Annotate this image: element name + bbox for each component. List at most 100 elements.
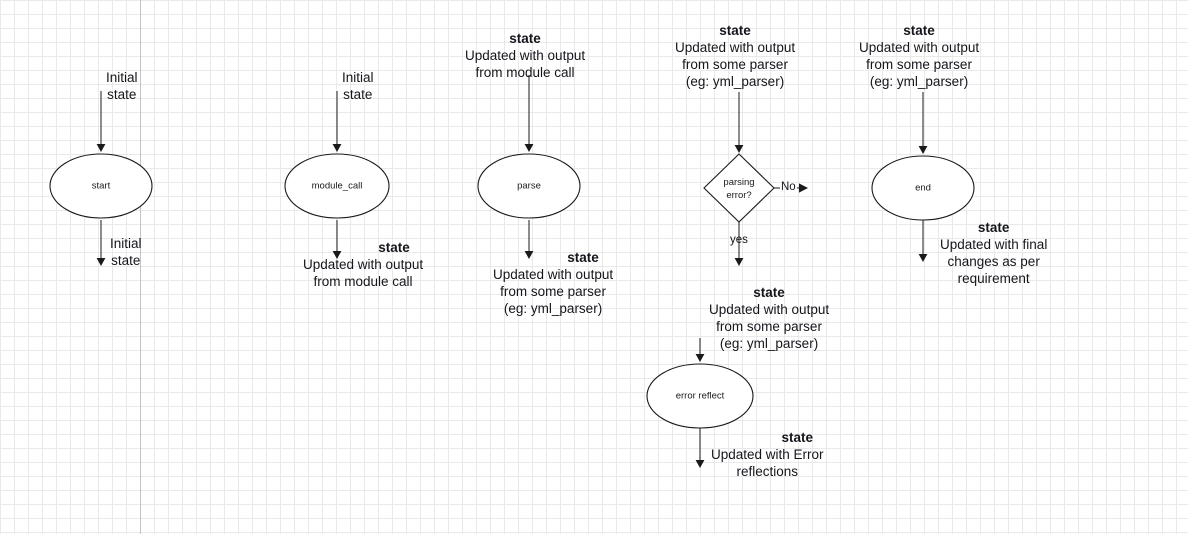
node-label: parse	[517, 181, 541, 192]
annotation-title: state	[977, 220, 1010, 235]
ellipse-shape	[284, 153, 390, 219]
annotation-line: state	[493, 249, 613, 266]
node-label: error reflect	[676, 391, 725, 402]
edge-out-start[interactable]	[96, 220, 106, 266]
node-error_reflect[interactable]: error reflect	[646, 363, 754, 429]
annotation-line: requirement	[957, 271, 1030, 286]
annotation-line: from module call	[313, 274, 413, 289]
annotation-line: (eg: yml_parser)	[869, 74, 969, 89]
annotation-line: (eg: yml_parser)	[503, 301, 603, 316]
ann-start-out: Initial state	[110, 235, 142, 269]
edge-out-module-call[interactable]	[332, 220, 342, 259]
arrowhead-icon	[734, 145, 744, 153]
arrowhead-icon	[96, 144, 106, 152]
edge-in-parse[interactable]	[524, 75, 534, 152]
annotation-line: changes as per	[947, 254, 1040, 269]
annotation-line: (eg: yml_parser)	[685, 74, 785, 89]
annotation-title: state	[781, 430, 814, 445]
arrowhead-icon	[734, 258, 744, 266]
annotation-line: state	[711, 429, 824, 446]
annotation-line: Updated with output	[493, 267, 614, 282]
edge-no-label: No	[781, 181, 796, 193]
annotation-title: state	[509, 31, 541, 46]
arrowhead-icon	[96, 258, 106, 266]
annotation-line: Initial	[110, 236, 142, 251]
ellipse-shape	[477, 153, 581, 219]
node-label: module_call	[312, 181, 363, 192]
arrowhead-icon	[799, 183, 808, 193]
ellipse-shape	[871, 155, 975, 221]
annotation-title: state	[567, 250, 599, 265]
arrowhead-icon	[695, 354, 705, 362]
edge-out-end[interactable]	[918, 220, 928, 262]
annotation-line: state	[709, 284, 829, 301]
arrowhead-icon	[332, 251, 342, 259]
edge-in-end[interactable]	[918, 92, 928, 154]
annotation-line: from some parser	[682, 57, 788, 72]
annotation-title: state	[719, 23, 751, 38]
annotation-line: (eg: yml_parser)	[719, 336, 819, 351]
edge-in-error-reflect[interactable]	[695, 338, 705, 362]
annotation-line: from some parser	[500, 284, 606, 299]
edge-in-parsing-error[interactable]	[734, 92, 744, 153]
annotation-line: Initial	[342, 70, 374, 85]
edge-parsing-error-no[interactable]	[774, 183, 808, 193]
arrowhead-icon	[524, 251, 534, 259]
diamond-shape	[703, 153, 775, 223]
annotation-line: reflections	[736, 464, 799, 479]
annotation-line: state	[465, 30, 585, 47]
arrowhead-icon	[918, 254, 928, 262]
edge-out-parsing-yes[interactable]	[734, 222, 744, 266]
annotation-line: from some parser	[716, 319, 822, 334]
annotation-title: state	[753, 285, 785, 300]
annotation-line: state	[343, 87, 373, 102]
edge-yes-label: yes	[730, 234, 748, 246]
ann-module-call-in: Initial state	[342, 69, 374, 103]
annotation-line: Updated with output	[709, 302, 830, 317]
node-parse[interactable]: parse	[477, 153, 581, 219]
arrowhead-icon	[524, 144, 534, 152]
edge-out-error-reflect[interactable]	[695, 428, 705, 468]
edge-out-parse[interactable]	[524, 220, 534, 259]
annotation-line: Updated with Error	[711, 447, 824, 462]
edge-in-start[interactable]	[96, 91, 106, 152]
annotation-line: state	[303, 239, 423, 256]
annotation-line: Updated with output	[675, 40, 796, 55]
annotation-line: Initial	[106, 70, 138, 85]
node-start[interactable]: start	[49, 153, 153, 219]
edge-in-module-call[interactable]	[332, 91, 342, 152]
ellipse-shape	[646, 363, 754, 429]
annotation-line: state	[859, 22, 979, 39]
node-end[interactable]: end	[871, 155, 975, 221]
annotation-line: Updated with output	[859, 40, 980, 55]
node-label: end	[915, 183, 931, 194]
arrowhead-icon	[332, 144, 342, 152]
ellipse-shape	[49, 153, 153, 219]
annotation-line: Updated with final	[940, 237, 1048, 252]
annotation-line: state	[675, 22, 795, 39]
annotation-line: Updated with output	[465, 48, 586, 63]
arrowhead-icon	[695, 460, 705, 468]
annotation-line: state	[111, 253, 141, 268]
annotation-title: state	[903, 23, 935, 38]
grid-accent-line	[140, 0, 141, 534]
edges-layer	[96, 75, 928, 468]
annotation-title: state	[378, 240, 410, 255]
node-module_call[interactable]: module_call	[284, 153, 390, 219]
annotation-line: state	[940, 219, 1047, 236]
annotation-line: from module call	[475, 65, 575, 80]
